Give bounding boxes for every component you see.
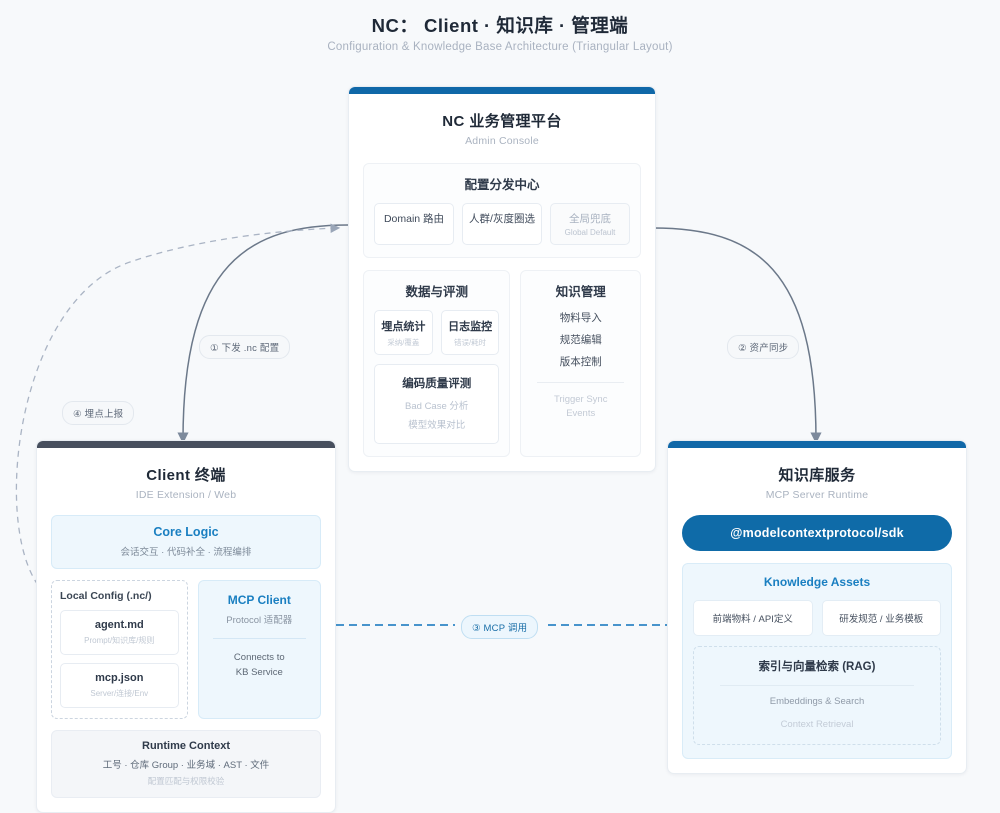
chip-global-default[interactable]: 全局兜底 Global Default [550,203,630,245]
config-center-group: 配置分发中心 Domain 路由 人群/灰度圈选 全局兜底 Global Def… [363,163,641,258]
file-card-agent-md-name: agent.md [94,619,144,631]
chip-audience-gray-release-label: 人群/灰度圈选 [469,213,535,225]
metric-tracking-stats[interactable]: 埋点统计 采纳/覆盖 [374,310,433,355]
kb-panel-accent-bar [668,441,966,448]
knowledge-mgmt-item-version-control[interactable]: 版本控制 [559,356,602,368]
rag-line-context-retrieval: Context Retrieval [780,719,854,730]
edge-label-4: ④ 埋点上报 [62,401,135,425]
local-config-title: Local Config (.nc/) [60,590,152,602]
knowledge-mgmt-footer-line-2: Events [566,408,596,420]
knowledge-base-service-panel: 知识库服务 MCP Server Runtime @modelcontextpr… [667,440,967,774]
client-panel-subtitle: IDE Extension / Web [135,489,237,501]
knowledge-assets-title: Knowledge Assets [763,575,871,589]
metric-log-monitoring-sublabel: 错误/耗时 [454,338,487,347]
data-eval-title: 数据与评测 [405,285,468,299]
knowledge-mgmt-title: 知识管理 [555,285,606,299]
knowledge-mgmt-item-material-import[interactable]: 物料导入 [559,312,602,324]
diagram-canvas: NC： Client · 知识库 · 管理端 Configuration & K… [15,15,967,813]
knowledge-mgmt-divider [537,382,624,383]
knowledge-mgmt-footer-line-1: Trigger Sync [553,394,608,405]
file-card-mcp-json-sub: Server/连接/Env [90,689,149,698]
metric-tracking-stats-label: 埋点统计 [381,321,426,333]
page-title: NC： Client · 知识库 · 管理端 [371,15,629,36]
mcp-client-footer-line-2: KB Service [235,666,283,678]
metric-tracking-stats-sublabel: 采纳/覆盖 [387,338,420,347]
config-center-title: 配置分发中心 [464,178,540,192]
knowledge-assets-box: Knowledge Assets 前端物料 / API定义 研发规范 / 业务模… [682,563,952,759]
chip-global-default-sublabel: Global Default [564,228,616,237]
edge-1-path [177,224,349,444]
client-panel-accent-bar [37,441,335,448]
config-center-chip-row: Domain 路由 人群/灰度圈选 全局兜底 Global Default [374,203,630,245]
mcp-client-box[interactable]: MCP Client Protocol 适配器 Connects to KB S… [197,580,321,719]
knowledge-mgmt-item-spec-editing[interactable]: 规范编辑 [559,334,602,346]
edge-label-1: ① 下发 .nc 配置 [199,335,291,359]
runtime-context-title: Runtime Context [142,740,230,752]
mcp-client-subtitle: Protocol 适配器 [226,615,293,626]
runtime-context-sub: 配置匹配与权限校验 [147,776,225,786]
mcp-client-divider [212,638,306,639]
metric-log-monitoring-label: 日志监控 [448,321,493,333]
edge-label-3: ③ MCP 调用 [461,615,539,639]
kb-panel-subtitle: MCP Server Runtime [765,489,869,501]
sdk-pill[interactable]: @modelcontextprotocol/sdk [682,515,952,551]
chip-domain-routing-label: Domain 路由 [383,213,445,225]
runtime-context-box: Runtime Context 工号 · 仓库 Group · 业务域 · AS… [51,730,321,798]
file-card-agent-md[interactable]: agent.md Prompt/知识库/规则 [60,610,179,655]
rag-box: 索引与向量检索 (RAG) Embeddings & Search Contex… [693,646,941,745]
code-quality-eval-box[interactable]: 编码质量评测 Bad Case 分析 模型效果对比 [374,364,500,444]
page-subtitle: Configuration & Knowledge Base Architect… [327,41,673,53]
admin-panel-title: NC 业务管理平台 [442,113,562,130]
mcp-client-footer-line-1: Connects to [233,652,285,663]
mcp-client-title: MCP Client [227,593,291,607]
client-panel-title: Client 终端 [146,467,226,484]
asset-card-dev-specs[interactable]: 研发规范 / 业务模板 [821,600,941,636]
edge-2-path [652,227,822,444]
code-quality-eval-line-2: 模型效果对比 [408,420,466,431]
file-card-mcp-json-name: mcp.json [95,672,144,684]
file-card-mcp-json[interactable]: mcp.json Server/连接/Env [60,663,179,708]
data-eval-group: 数据与评测 埋点统计 采纳/覆盖 日志监控 错误/耗时 编码质量评测 [363,270,511,457]
metric-log-monitoring[interactable]: 日志监控 错误/耗时 [440,310,500,355]
code-quality-eval-line-1: Bad Case 分析 [405,401,469,412]
core-logic-box[interactable]: Core Logic 会话交互 · 代码补全 · 流程编排 [51,515,321,569]
rag-divider [720,685,914,686]
file-card-agent-md-sub: Prompt/知识库/规则 [84,636,155,645]
asset-card-frontend-materials[interactable]: 前端物料 / API定义 [693,600,813,636]
knowledge-mgmt-group: 知识管理 物料导入 规范编辑 版本控制 Trigger Sync Events [520,270,641,457]
client-terminal-panel: Client 终端 IDE Extension / Web Core Logic… [36,440,336,813]
runtime-context-line: 工号 · 仓库 Group · 业务域 · AST · 文件 [102,760,270,771]
chip-global-default-label: 全局兜底 [569,213,611,225]
local-config-box: Local Config (.nc/) agent.md Prompt/知识库/… [51,580,188,719]
code-quality-eval-title: 编码质量评测 [402,378,472,390]
core-logic-subtitle: 会话交互 · 代码补全 · 流程编排 [120,547,252,558]
rag-line-embeddings: Embeddings & Search [769,696,865,707]
chip-audience-gray-release[interactable]: 人群/灰度圈选 [462,203,542,245]
kb-panel-title: 知识库服务 [778,467,856,484]
knowledge-assets-row: 前端物料 / API定义 研发规范 / 业务模板 [693,600,941,636]
admin-panel-accent-bar [349,87,655,94]
data-eval-metric-row: 埋点统计 采纳/覆盖 日志监控 错误/耗时 [374,310,500,355]
chip-domain-routing[interactable]: Domain 路由 [374,203,454,245]
edge-label-2: ② 资产同步 [727,335,800,359]
core-logic-title: Core Logic [153,525,219,539]
rag-title: 索引与向量检索 (RAG) [758,661,876,673]
admin-panel-subtitle: Admin Console [465,135,539,147]
admin-console-panel: NC 业务管理平台 Admin Console 配置分发中心 Domain 路由… [348,86,656,472]
